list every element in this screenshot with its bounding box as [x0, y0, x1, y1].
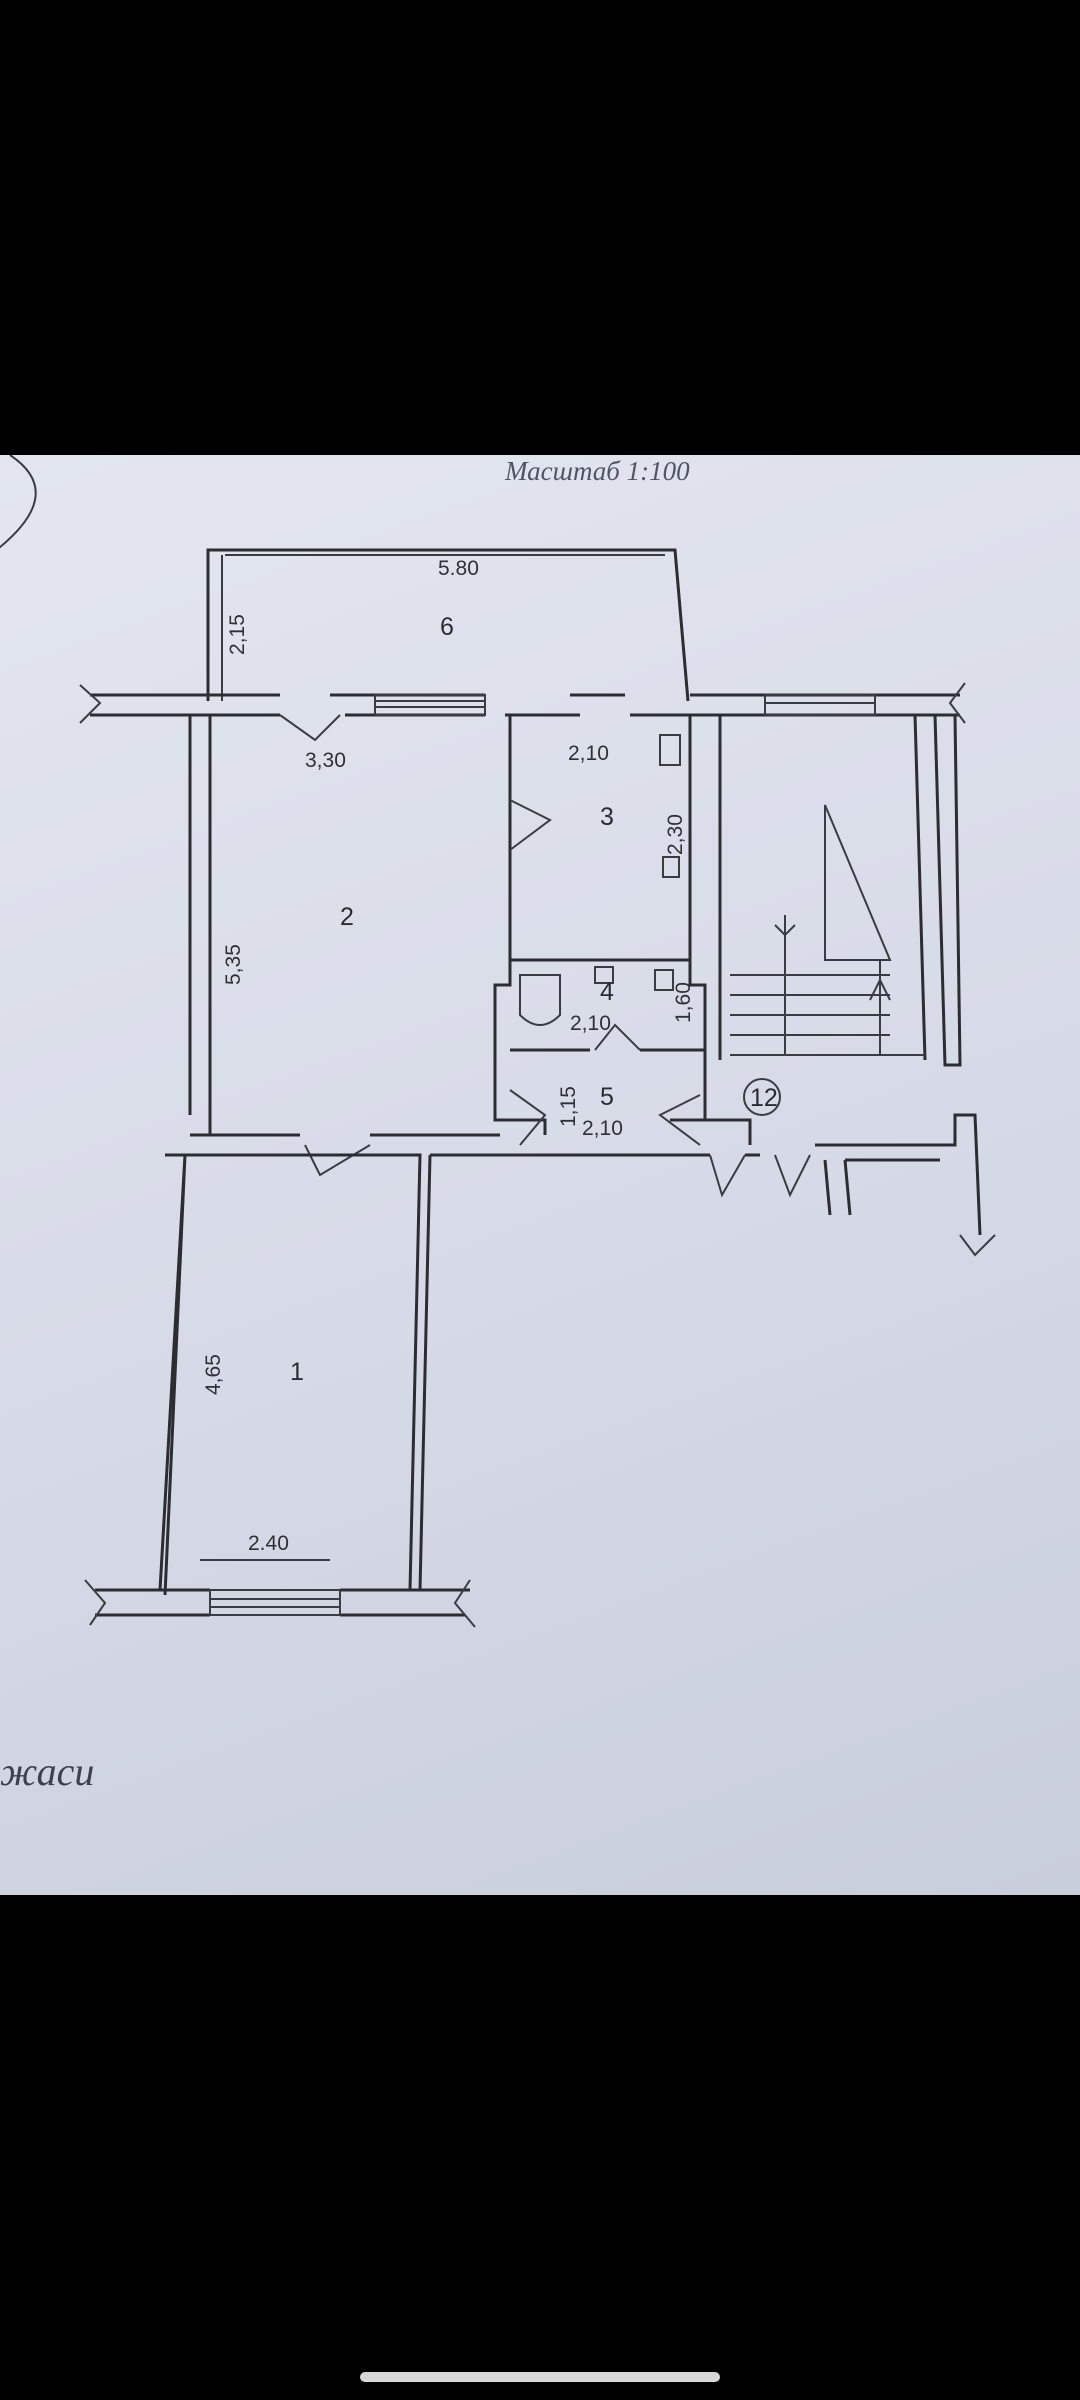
break-mark-right: [959, 1234, 996, 1257]
left-wall-room1: [158, 1153, 187, 1596]
dim-room1-width: 2.40: [248, 1532, 289, 1555]
room-6-label: 6: [440, 613, 454, 641]
stair-marker: 12: [750, 1084, 778, 1112]
caption-text: жаси: [0, 1749, 94, 1794]
room1-door: [304, 1144, 371, 1177]
balcony-door: [279, 714, 341, 742]
dim-balcony-width: 5.80: [438, 557, 479, 580]
room1-outline: [185, 1153, 422, 1591]
hall-walls: [495, 1118, 720, 1135]
service-left-wall: [493, 715, 512, 1122]
dim-room4-length: 1,60: [672, 982, 695, 1023]
entry-doors: [709, 1154, 811, 1198]
sink: [594, 966, 614, 984]
dim-room1-length: 4,65: [202, 1354, 225, 1395]
room-4-label: 4: [600, 978, 614, 1006]
dim-balcony-depth: 2,15: [226, 614, 249, 655]
stair-steps: [730, 915, 925, 1056]
dim-room4-width: 2,10: [570, 1012, 611, 1035]
break-marks-bottom: [84, 1579, 476, 1628]
balcony-outline: [206, 548, 690, 702]
hall-doors: [509, 1089, 701, 1146]
stair-arrow-up: [869, 977, 891, 1001]
home-indicator[interactable]: [360, 2372, 720, 2382]
window-room2: [374, 694, 486, 716]
scale-label: Масштаб 1:100: [504, 456, 690, 486]
room4-door: [594, 1023, 641, 1051]
dim-room5-length: 1,15: [557, 1086, 580, 1127]
floor-plan-photo: Масштаб 1:100 12 6: [0, 455, 1080, 1895]
window-room1: [209, 1589, 341, 1616]
break-marks-top: [79, 682, 966, 724]
service-right-wall: [688, 715, 720, 1122]
dim-room2-width: 3,30: [305, 749, 346, 772]
dim-room3-width: 2,10: [568, 742, 609, 765]
room-3-label: 3: [600, 803, 614, 831]
room-1-label: 1: [290, 1358, 304, 1386]
corridor-inner-walls: [823, 1158, 940, 1216]
stair-walls: [718, 714, 962, 1067]
toilet: [654, 969, 674, 991]
stair-flight: [824, 804, 892, 961]
compass-arc: [0, 455, 37, 549]
room1-right-wall: [418, 1154, 432, 1591]
room-5-label: 5: [600, 1083, 614, 1111]
kitchen-sink: [662, 856, 680, 878]
floor-plan: Масштаб 1:100 12 6: [0, 455, 996, 1794]
window-stair: [764, 694, 876, 716]
room3-door: [509, 799, 552, 851]
room-2-label: 2: [340, 903, 354, 931]
corridor-right-wall: [720, 1113, 982, 1236]
left-wall-room2: [188, 715, 212, 1135]
bathtub: [519, 974, 561, 1026]
dim-room2-length: 5,35: [222, 944, 245, 985]
stair-arrow-down: [774, 924, 796, 937]
dim-room5-width: 2,10: [582, 1117, 623, 1140]
dim-room3-length: 2,30: [664, 814, 687, 855]
stair-marker-circle: [743, 1078, 781, 1116]
stove: [659, 734, 681, 766]
